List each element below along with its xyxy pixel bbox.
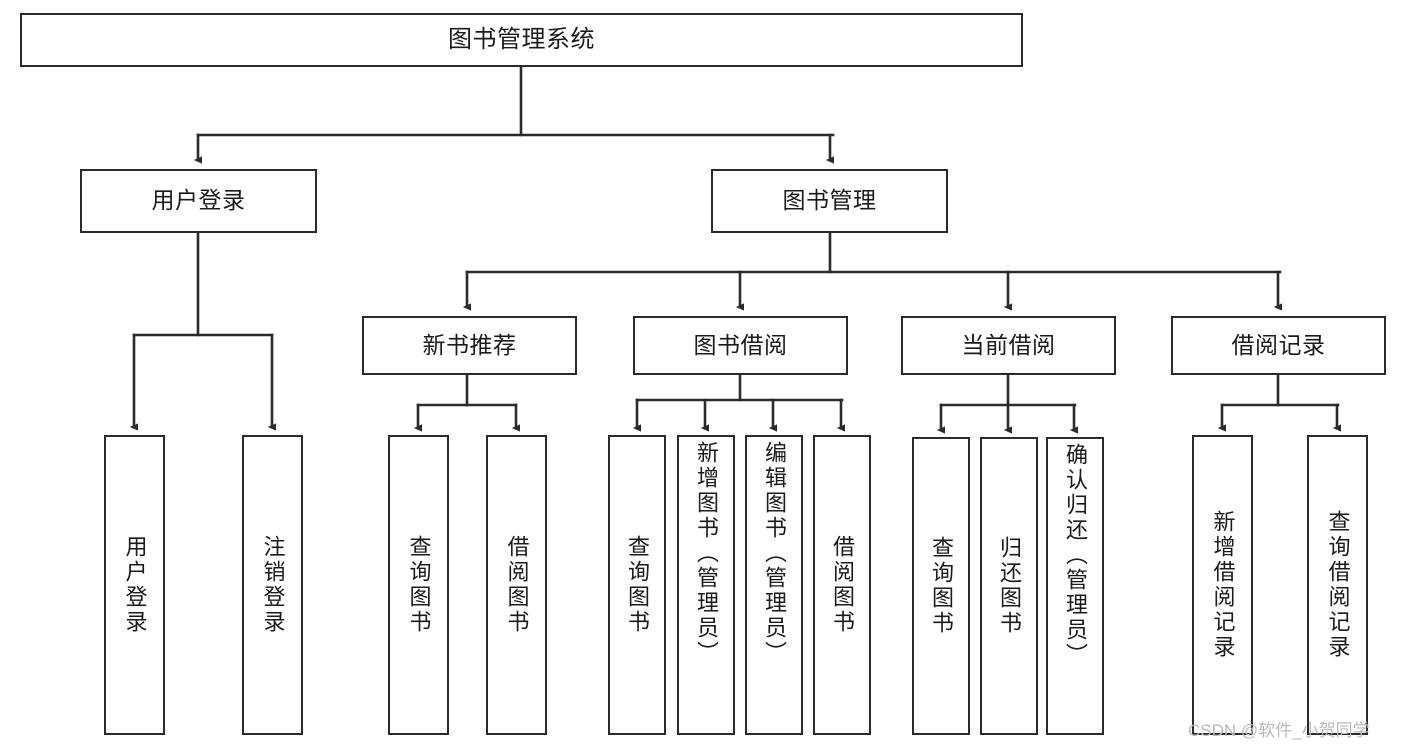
node-new-book-rec-label: 新书推荐 <box>422 331 517 358</box>
node-leaf-query-book-3-label: 查询图书 <box>929 536 954 636</box>
node-leaf-borrow-book-1[interactable]: 借阅图书 <box>486 435 547 735</box>
node-leaf-user-login[interactable]: 用户登录 <box>104 435 165 735</box>
csdn-watermark: CSDN @软件_小贺同学 <box>1188 721 1370 740</box>
node-user-login[interactable]: 用户登录 <box>80 169 317 233</box>
node-leaf-query-book-2[interactable]: 查询图书 <box>608 435 666 735</box>
node-leaf-add-record-label: 新增借阅记录 <box>1210 510 1236 660</box>
node-leaf-borrow-book-2-label: 借阅图书 <box>830 535 855 635</box>
node-book-borrow[interactable]: 图书借阅 <box>633 316 848 375</box>
node-leaf-query-book-1[interactable]: 查询图书 <box>388 435 449 735</box>
node-leaf-edit-book[interactable]: 编辑图书（管理员） <box>745 435 803 735</box>
node-leaf-query-book-2-label: 查询图书 <box>625 535 650 635</box>
node-book-borrow-label: 图书借阅 <box>693 331 788 358</box>
node-leaf-edit-book-label: 编辑图书（管理员） <box>762 441 787 666</box>
node-root-label: 图书管理系统 <box>448 25 595 53</box>
node-leaf-logout-label: 注销登录 <box>260 535 286 635</box>
node-user-login-label: 用户登录 <box>151 187 246 214</box>
node-book-manage-label: 图书管理 <box>782 187 877 214</box>
node-current-borrow-label: 当前借阅 <box>961 331 1056 358</box>
node-leaf-query-book-1-label: 查询图书 <box>406 535 432 635</box>
node-leaf-add-record[interactable]: 新增借阅记录 <box>1192 435 1253 735</box>
node-book-manage[interactable]: 图书管理 <box>711 169 948 233</box>
node-leaf-confirm-return[interactable]: 确认归还（管理员） <box>1046 437 1104 735</box>
node-current-borrow[interactable]: 当前借阅 <box>901 316 1116 375</box>
node-leaf-add-book[interactable]: 新增图书（管理员） <box>677 435 735 735</box>
node-leaf-return-book[interactable]: 归还图书 <box>980 437 1038 735</box>
node-leaf-borrow-book-2[interactable]: 借阅图书 <box>813 435 871 735</box>
node-leaf-borrow-book-1-label: 借阅图书 <box>504 535 530 635</box>
node-borrow-record[interactable]: 借阅记录 <box>1171 316 1386 375</box>
node-leaf-query-record[interactable]: 查询借阅记录 <box>1307 435 1368 735</box>
node-new-book-rec[interactable]: 新书推荐 <box>362 316 577 375</box>
node-leaf-logout[interactable]: 注销登录 <box>242 435 303 735</box>
node-leaf-query-book-3[interactable]: 查询图书 <box>912 437 970 735</box>
node-leaf-confirm-return-label: 确认归还（管理员） <box>1063 443 1088 668</box>
node-root[interactable]: 图书管理系统 <box>20 13 1023 67</box>
node-leaf-add-book-label: 新增图书（管理员） <box>694 441 719 666</box>
node-borrow-record-label: 借阅记录 <box>1231 331 1326 358</box>
node-leaf-query-record-label: 查询借阅记录 <box>1325 510 1351 660</box>
node-leaf-user-login-label: 用户登录 <box>122 535 148 635</box>
node-leaf-return-book-label: 归还图书 <box>997 536 1022 636</box>
